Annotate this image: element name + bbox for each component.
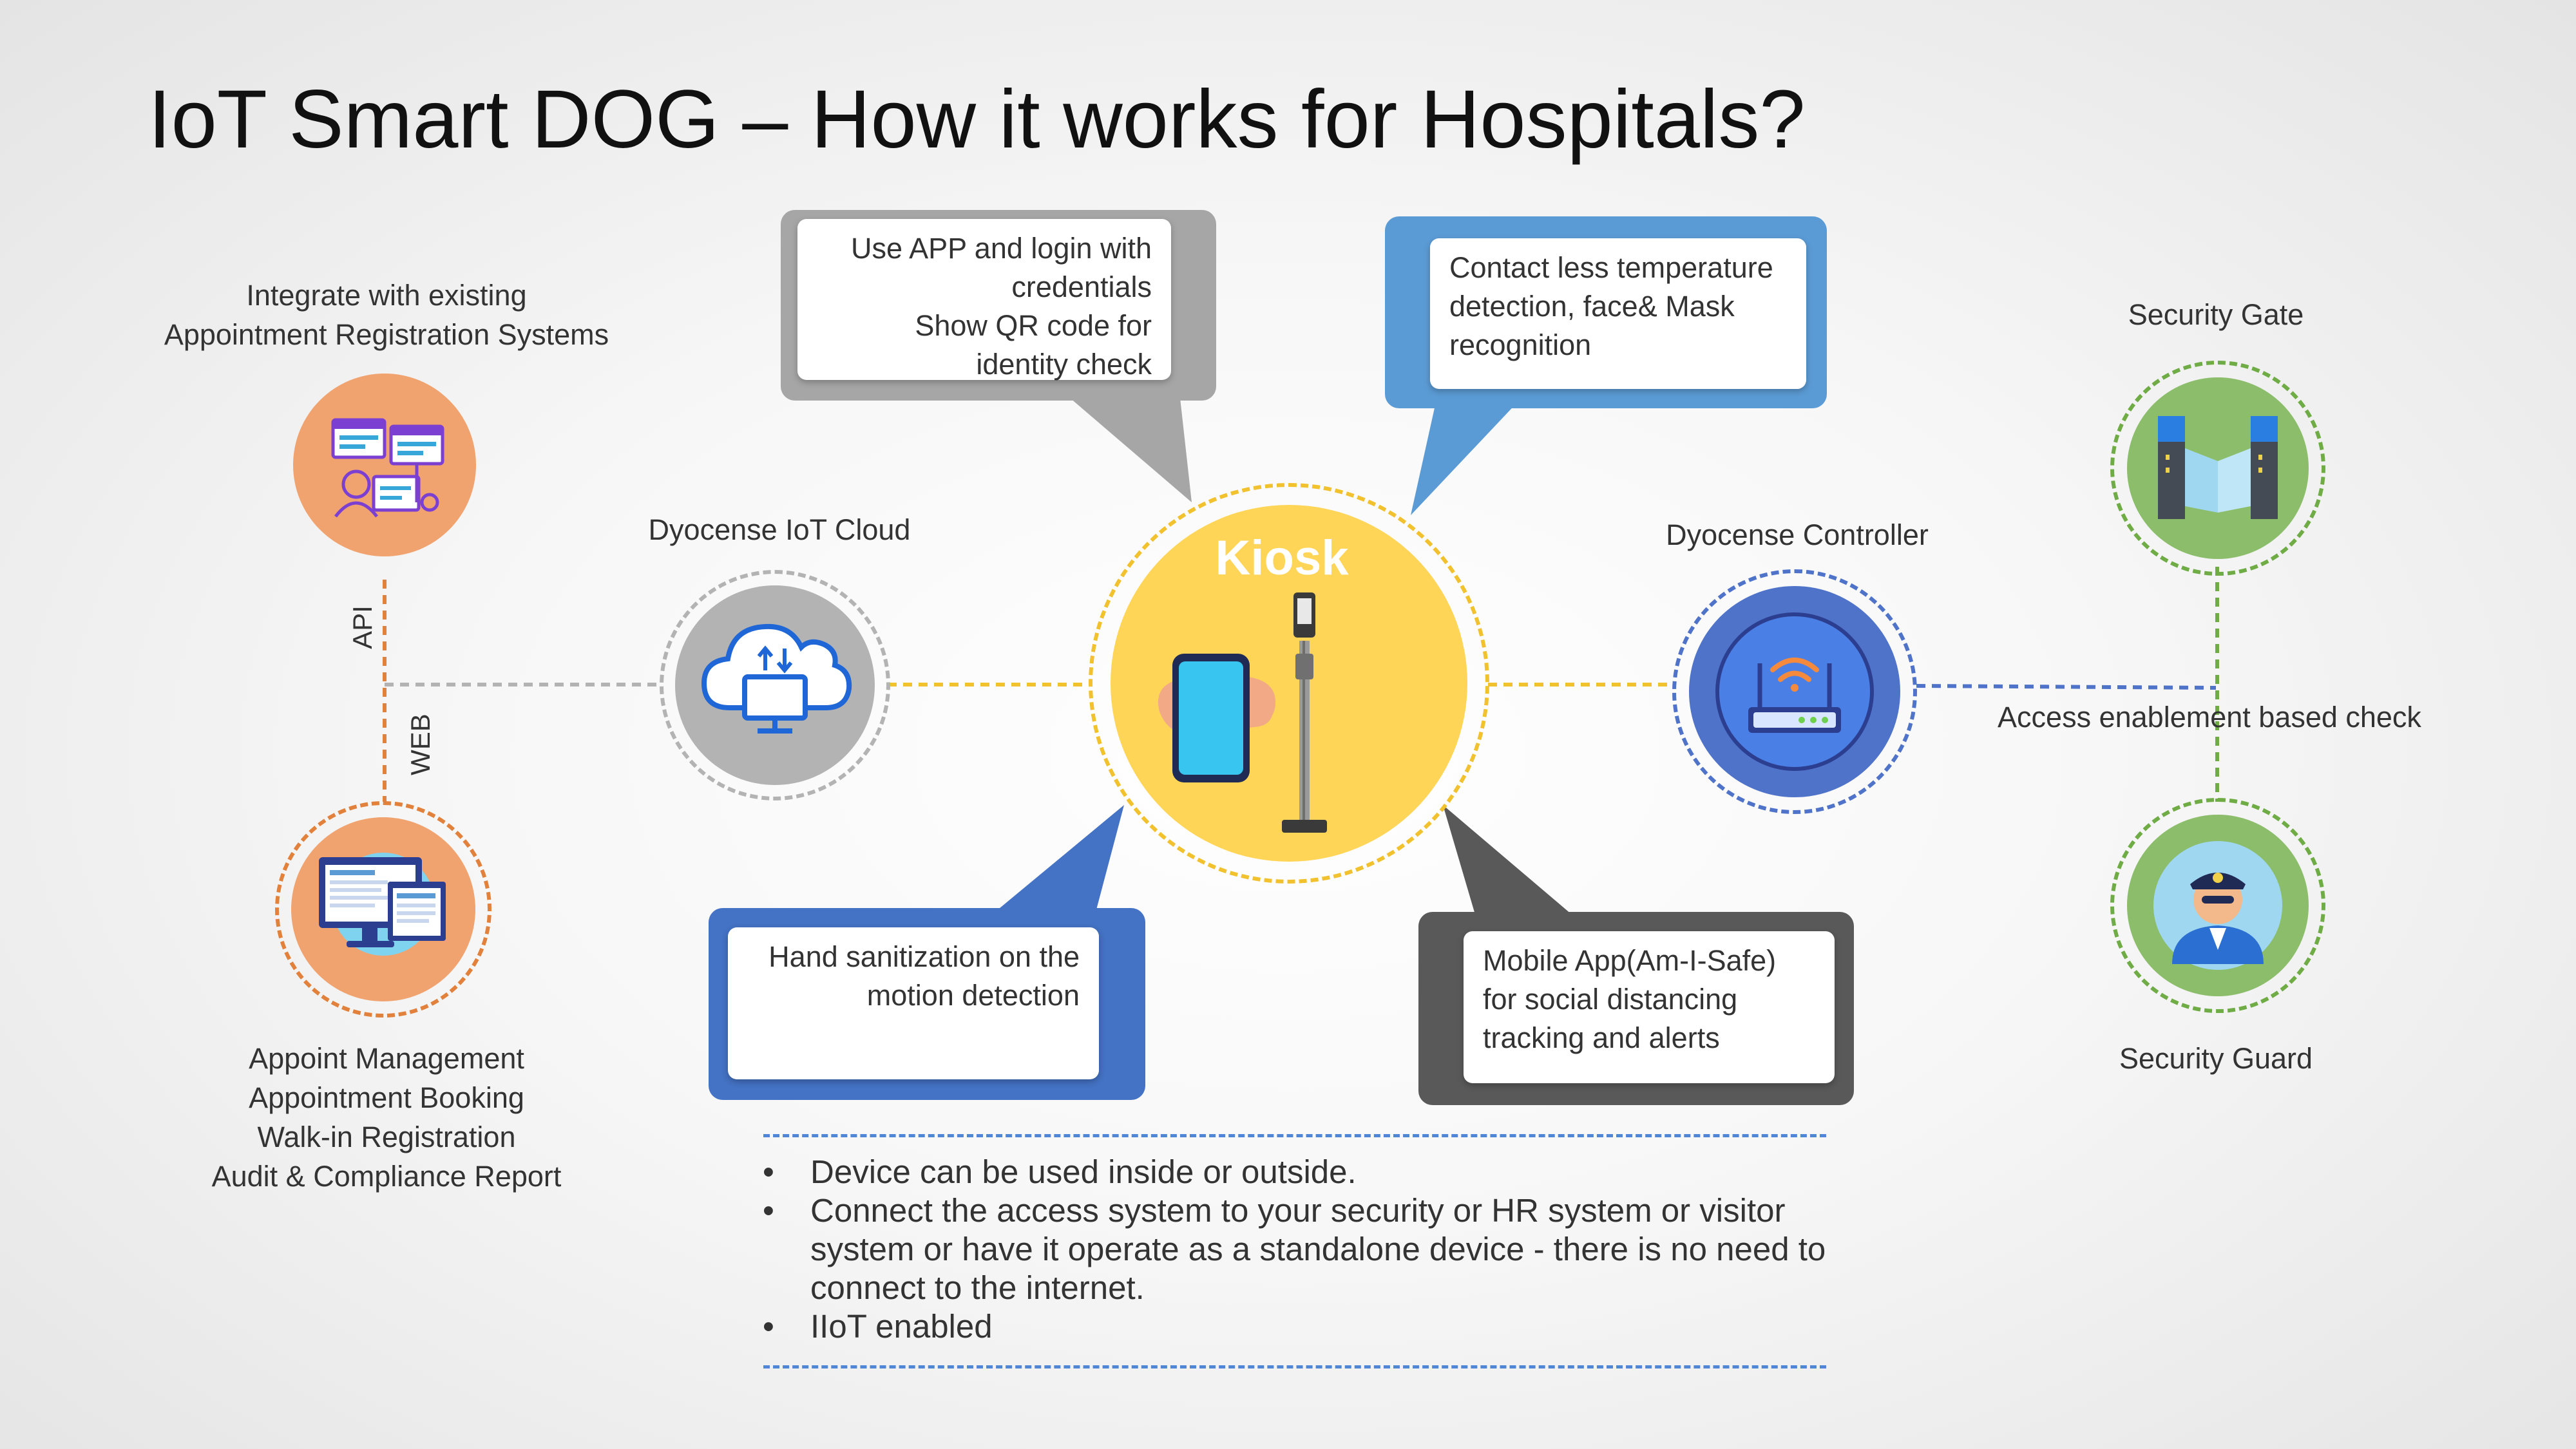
callout-tail-contactless — [1411, 399, 1520, 515]
appointment-line-4: Audit & Compliance Report — [211, 1160, 562, 1193]
callout-contactless-line-1: Contact less temperature — [1449, 251, 1773, 284]
bullet-item: IIoT enabled — [760, 1307, 1894, 1346]
appointment-line-1: Appoint Management — [249, 1042, 524, 1075]
security-guard-icon — [2153, 841, 2282, 970]
security-gate-icon — [2158, 416, 2278, 519]
appointment-line-3: Walk-in Registration — [257, 1121, 516, 1153]
callout-tail-mobile — [1443, 805, 1572, 914]
appointment-circle — [291, 817, 475, 1001]
appointment-line-2: Appointment Booking — [249, 1081, 524, 1114]
controller-security-connector — [1916, 684, 2217, 690]
integration-circle — [293, 374, 476, 556]
security-gate-circle-ring — [2110, 361, 2325, 576]
integrate-label: Integrate with existing Appointment Regi… — [135, 276, 638, 354]
controller-circle-ring — [1672, 569, 1917, 814]
callout-app-login-text: Use APP and login with credentials Show … — [797, 219, 1171, 381]
bullets-bottom-separator — [763, 1365, 1826, 1368]
kiosk-illustration — [1158, 592, 1327, 833]
callout-app-line-3: Show QR code for — [915, 309, 1152, 342]
cloud-circle — [675, 585, 875, 785]
callout-mobile-line-1: Mobile App(Am-I-Safe) — [1483, 944, 1777, 977]
kiosk-stand-icon — [1282, 592, 1327, 833]
feature-bullets: Device can be used inside or outside. Co… — [760, 1153, 1894, 1346]
integrate-line-1: Integrate with existing — [246, 279, 527, 312]
cloud-label: Dyocense IoT Cloud — [648, 513, 911, 546]
callout-tail-sanitization — [992, 805, 1124, 914]
web-label: WEB — [405, 714, 435, 775]
kiosk-circle-ring — [1089, 483, 1489, 884]
controller-label: Dyocense Controller — [1666, 518, 1929, 551]
web-apps-icon — [331, 418, 444, 518]
callout-contactless-text: Contact less temperature detection, face… — [1430, 238, 1806, 389]
security-gate-label: Security Gate — [2128, 298, 2304, 331]
integrate-line-2: Appointment Registration Systems — [164, 318, 609, 351]
security-guard-circle — [2127, 815, 2309, 996]
callout-sanitization-line-2: motion detection — [866, 979, 1080, 1012]
callout-contactless-line-2: detection, face& Mask — [1449, 290, 1735, 323]
bullets-top-separator — [763, 1134, 1826, 1137]
controller-circle — [1689, 586, 1900, 797]
access-check-label: Access enablement based check — [1998, 701, 2421, 734]
callout-contactless-line-3: recognition — [1449, 328, 1592, 361]
callout-mobile-app-text: Mobile App(Am-I-Safe) for social distanc… — [1464, 931, 1835, 1083]
smartphone-in-hand-icon — [1158, 654, 1275, 782]
appointment-circle-ring — [275, 801, 491, 1018]
desktop-screens-icon — [319, 853, 446, 956]
kiosk-label: Kiosk — [1215, 531, 1349, 585]
callout-app-line-2: credentials — [1011, 270, 1152, 303]
cloud-circle-ring — [660, 570, 890, 800]
callout-sanitization-text: Hand sanitization on the motion detectio… — [728, 927, 1099, 1079]
cloud-upload-icon — [701, 623, 852, 734]
callout-sanitization-line-1: Hand sanitization on the — [768, 940, 1080, 973]
callout-tail-app — [1056, 386, 1192, 502]
security-guard-circle-ring — [2110, 798, 2325, 1013]
callout-mobile-line-3: tracking and alerts — [1483, 1021, 1720, 1054]
bullet-item: Device can be used inside or outside. — [760, 1153, 1894, 1191]
security-gate-circle — [2127, 377, 2309, 559]
api-label: API — [347, 605, 377, 649]
bullet-item: Connect the access system to your securi… — [760, 1191, 1894, 1307]
page-title: IoT Smart DOG – How it works for Hospita… — [148, 73, 1806, 166]
callout-app-line-1: Use APP and login with — [851, 232, 1152, 265]
callout-app-line-4: identity check — [976, 348, 1152, 381]
security-guard-label: Security Guard — [2119, 1042, 2313, 1075]
wifi-router-icon — [1715, 612, 1874, 771]
callout-mobile-line-2: for social distancing — [1483, 983, 1738, 1016]
appointment-label: Appoint Management Appointment Booking W… — [142, 1039, 631, 1196]
